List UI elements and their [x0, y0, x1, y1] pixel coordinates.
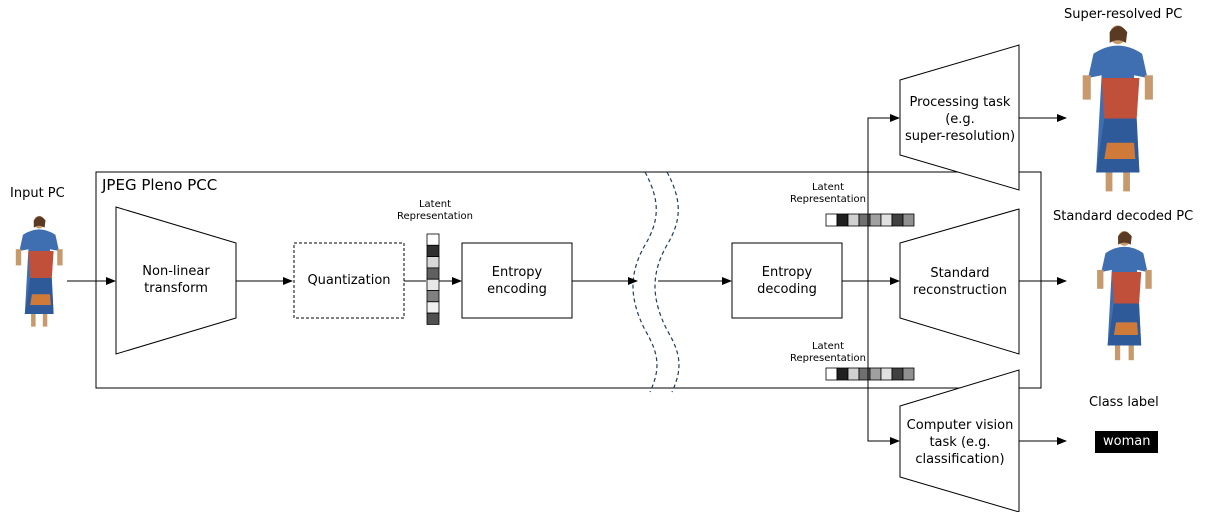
latent-cell: [869, 367, 882, 381]
branch-down: [867, 281, 900, 445]
woman-figure-part: [1105, 172, 1113, 192]
entropy-enc-label: Entropy encoding: [462, 243, 572, 318]
latent-cell: [891, 367, 904, 381]
class-value-badge: woman: [1095, 431, 1159, 453]
cv-line2: task (e.g.: [929, 434, 991, 450]
latent-cell: [426, 301, 440, 314]
latent-cell: [891, 213, 904, 227]
standard-label: Standard reconstruction: [900, 262, 1020, 302]
latent-cell: [426, 267, 440, 280]
standard-reconstruction-block: [899, 208, 1020, 355]
latent-cell: [426, 312, 440, 325]
woman-figure-part: [1145, 269, 1152, 289]
entropy-enc-line1: Entropy: [491, 264, 543, 280]
woman-figure-part: [31, 314, 36, 327]
woman-figure-part: [57, 249, 63, 266]
latent-cell: [880, 213, 893, 227]
latent-cell: [426, 278, 440, 291]
latent-cell: [426, 256, 440, 269]
quantization-label: Quantization: [307, 273, 391, 288]
woman-figure-part: [1144, 75, 1153, 100]
processing-line2: (e.g.: [945, 111, 975, 127]
processing-task-block: [899, 44, 1020, 191]
nonlinear-line2: transform: [144, 281, 208, 296]
latent-column-encoder: [426, 233, 440, 325]
latent-cell: [825, 367, 838, 381]
latent-cell: [847, 367, 860, 381]
nonlinear-label: Non-linear transform: [116, 260, 236, 300]
jpeg-pleno-container: [95, 171, 1042, 389]
latent-cell: [869, 213, 882, 227]
processing-line3: super-resolution): [904, 128, 1016, 144]
class-label-title: Class label: [1089, 395, 1159, 410]
woman-figure-part: [15, 249, 22, 266]
latent-cell: [880, 367, 893, 381]
latent-cell: [902, 213, 915, 227]
woman-figure-part: [1111, 272, 1142, 304]
latent-row-bottom: [825, 367, 915, 381]
woman-figure-part: [28, 251, 54, 278]
latent-cell: [825, 213, 838, 227]
system-title: JPEG Pleno PCC: [102, 176, 218, 194]
cv-label: Computer vision task (e.g. classificatio…: [900, 415, 1020, 469]
channel-break-line-1: [632, 171, 658, 393]
latent-row-top: [825, 213, 915, 227]
super-resolved-label: Super-resolved PC: [1064, 7, 1183, 22]
cv-line1: Computer vision: [906, 417, 1014, 433]
entropy-dec-line2: decoding: [757, 281, 817, 297]
latent-cell: [847, 213, 860, 227]
woman-figure-part: [30, 294, 51, 305]
woman-figure-part: [33, 216, 46, 228]
latent-cell: [902, 367, 915, 381]
entropy-dec-label: Entropy decoding: [732, 243, 842, 318]
woman-figure-part: [1097, 269, 1104, 289]
branch-up: [867, 114, 900, 281]
processing-label: Processing task (e.g. super-resolution): [900, 92, 1020, 146]
standard-line1: Standard: [930, 266, 990, 281]
processing-line1: Processing task: [909, 94, 1011, 110]
standard-decoded-label: Standard decoded PC: [1053, 209, 1194, 224]
nonlinear-line1: Non-linear: [142, 264, 210, 279]
latent-cell: [426, 233, 440, 246]
entropy-enc-line2: encoding: [487, 281, 547, 297]
computer-vision-block: [899, 369, 1020, 512]
nonlinear-transform-block: [115, 206, 237, 355]
entropy-dec-line1: Entropy: [761, 264, 813, 280]
woman-figure-part: [1123, 172, 1130, 192]
woman-figure-part: [1104, 142, 1136, 159]
woman-figure-part: [42, 314, 48, 327]
woman-figure-icon-input: [15, 215, 63, 327]
latent-cell: [426, 244, 440, 258]
woman-figure-part: [1101, 78, 1140, 119]
latent-cell: [836, 367, 849, 381]
channel-break-line-2: [654, 171, 680, 393]
woman-figure-part: [1113, 322, 1139, 335]
entropy-decoding-block: [731, 242, 843, 319]
input-pc-label: Input PC: [10, 186, 65, 201]
woman-figure-part: [1118, 231, 1132, 245]
cv-line3: classification): [915, 451, 1005, 467]
woman-figure-part: [1114, 345, 1121, 361]
woman-figure-icon-standard: [1097, 231, 1152, 361]
latent-cell: [836, 213, 849, 227]
woman-figure-icon-super: [1082, 25, 1153, 192]
latent-cell: [426, 290, 440, 303]
entropy-encoding-block: [461, 242, 573, 319]
woman-figure-part: [1128, 345, 1134, 361]
quantization-block: [293, 242, 405, 319]
standard-line2: reconstruction: [913, 283, 1007, 298]
woman-figure-part: [1109, 26, 1128, 43]
woman-figure-part: [1082, 75, 1091, 100]
